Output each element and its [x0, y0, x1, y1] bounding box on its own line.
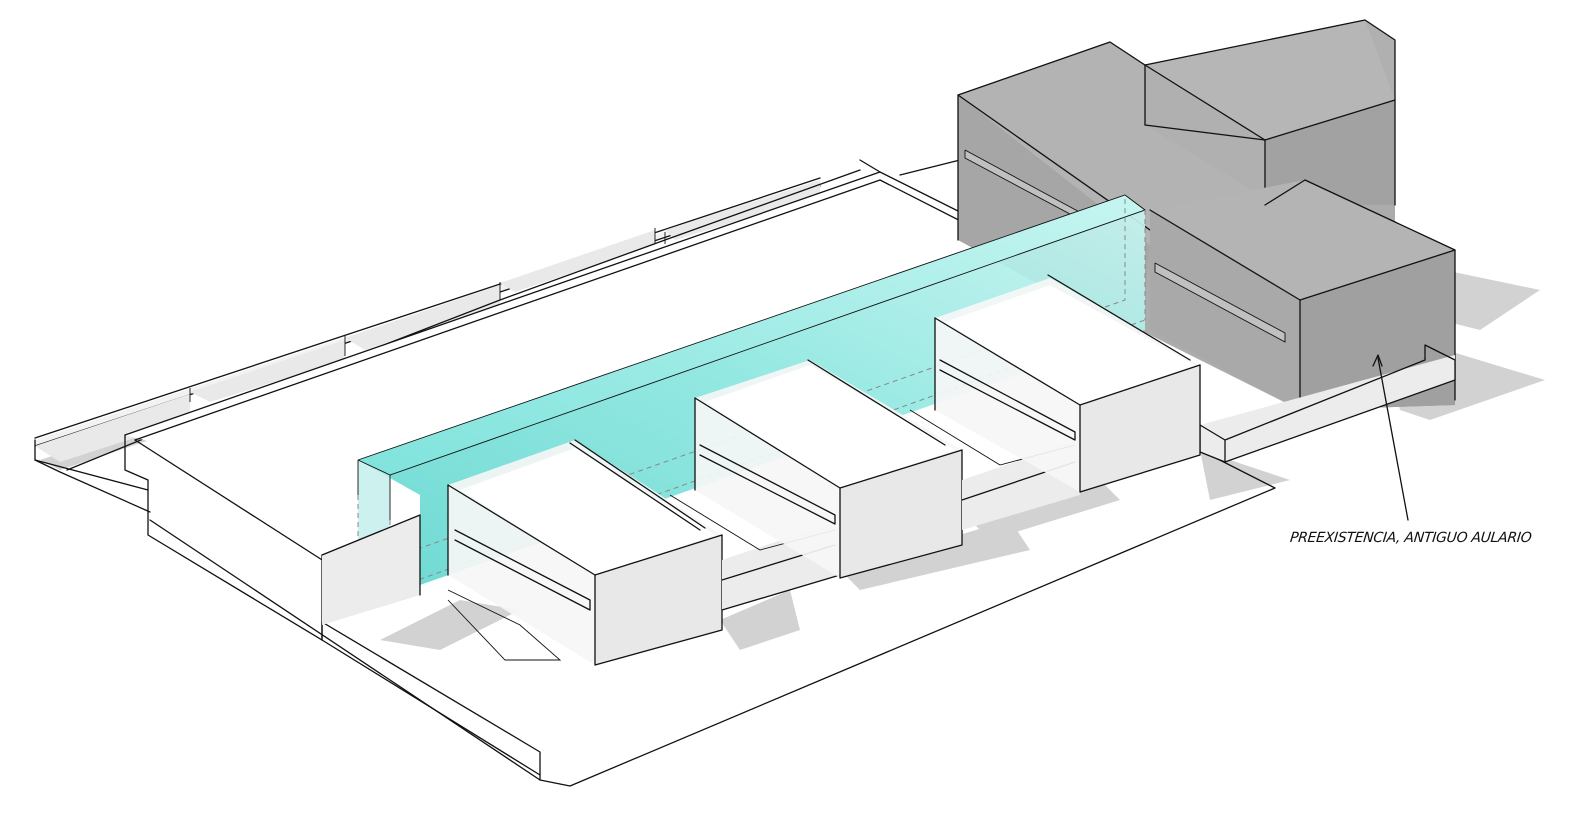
- classroom-pavilion-2: [694, 359, 963, 579]
- annotation-leader: [1372, 354, 1409, 521]
- classroom-pavilion-3: [934, 274, 1201, 493]
- perimeter-wall-back: [34, 169, 861, 513]
- existing-building: [957, 19, 1456, 463]
- classroom-pavilion-1: [321, 439, 723, 666]
- existing-building-label: PREEXISTENCIA, ANTIGUO AULARIO: [1289, 530, 1533, 546]
